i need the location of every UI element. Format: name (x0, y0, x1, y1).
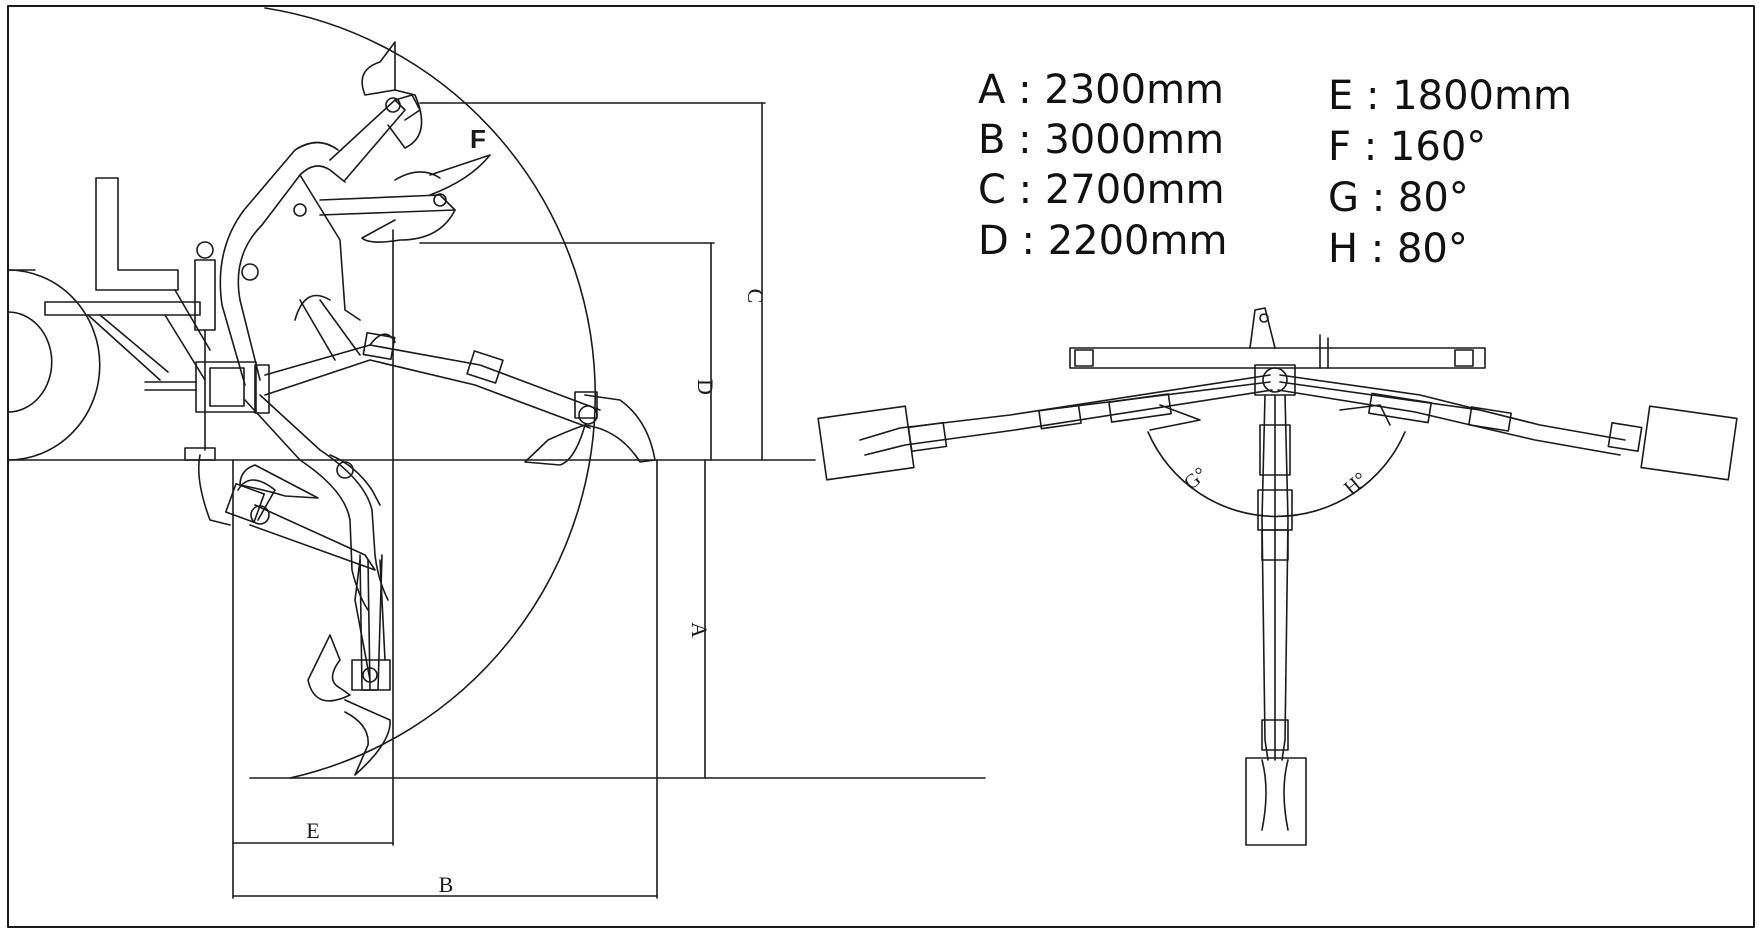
spec-c: C : 2700mm (978, 167, 1225, 213)
top-bucket-right (1640, 405, 1738, 481)
swing-hub (1262, 367, 1288, 393)
dim-label-a: A (687, 622, 712, 638)
dim-label-c: C (743, 289, 768, 304)
top-view (817, 307, 1738, 846)
spec-g: G : 80° (1328, 175, 1469, 221)
dim-label-g: G° (1180, 463, 1211, 494)
swing-arc (1147, 431, 1406, 518)
spec-h: H : 80° (1328, 226, 1468, 272)
dim-label-b: B (439, 872, 454, 897)
top-bucket-bottom (1245, 757, 1307, 846)
frame-border (7, 5, 1755, 928)
top-arm-left (859, 374, 1271, 441)
boom-upper (237, 165, 346, 381)
dim-label-e: E (306, 818, 319, 843)
top-bucket-left (817, 405, 915, 481)
swing-post (195, 361, 257, 413)
spec-e: E : 1800mm (1328, 73, 1572, 119)
tractor-hub (7, 311, 53, 413)
bucket-lower-b (307, 634, 351, 702)
side-view (7, 7, 986, 899)
dim-label-h: H° (1340, 468, 1371, 499)
bucket-upper-b (429, 154, 491, 196)
bucket-lower-a (239, 464, 319, 499)
dim-label-d: D (693, 379, 718, 395)
tractor-wheel (7, 269, 101, 461)
reach-arc (264, 7, 597, 779)
spec-a: A : 2300mm (978, 67, 1224, 113)
spec-d: D : 2200mm (978, 218, 1228, 264)
spec-f: F : 160° (1328, 124, 1487, 170)
bucket-extended (584, 394, 656, 463)
mast (194, 259, 216, 331)
seat (95, 177, 179, 291)
top-arm-center (1261, 394, 1269, 761)
bucket-upper-a (361, 41, 396, 96)
spec-b: B : 3000mm (978, 117, 1225, 163)
dim-label-f: F (470, 124, 486, 154)
top-arm-right (1279, 374, 1626, 441)
